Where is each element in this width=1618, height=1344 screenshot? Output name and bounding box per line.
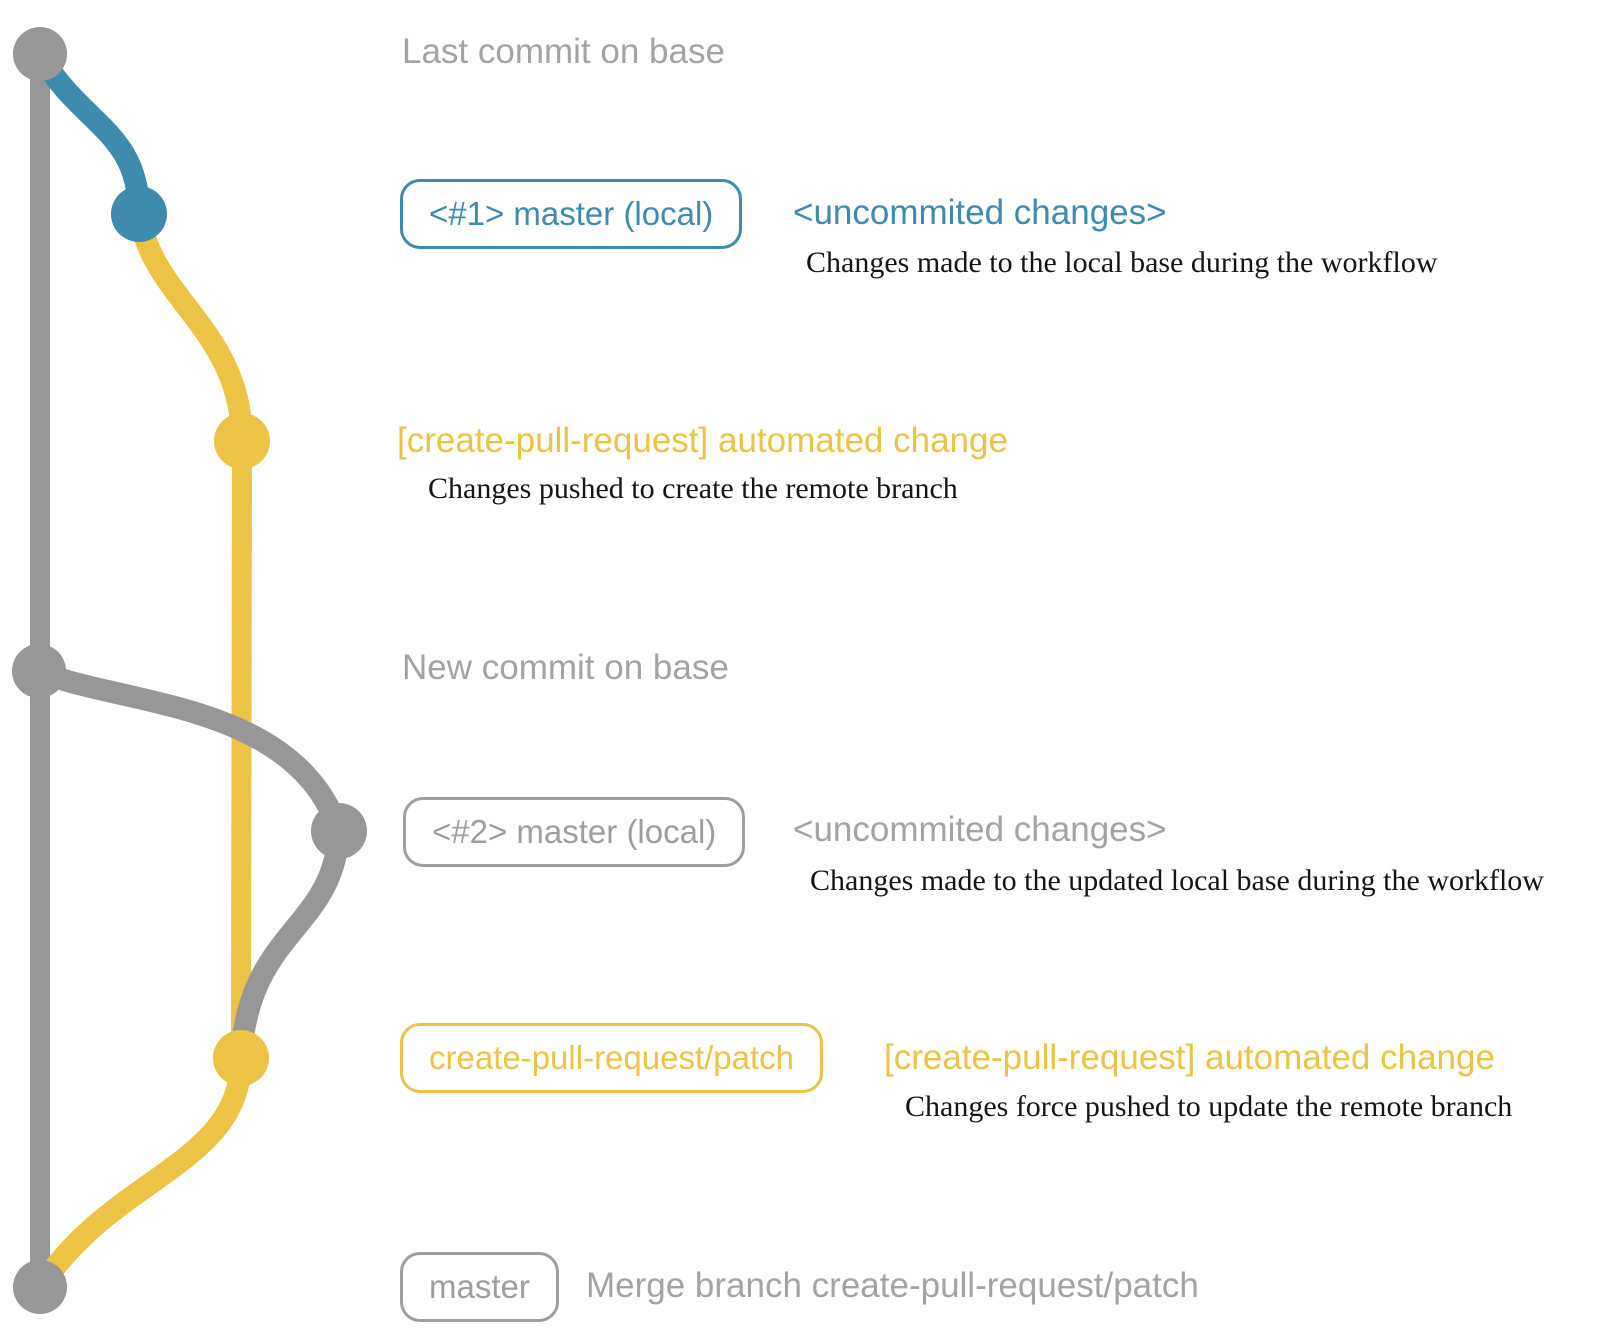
local1-description: Changes made to the local base during th… [806,245,1438,279]
commit-graph [12,27,367,1314]
remote-update-description: Changes force pushed to update the remot… [905,1089,1513,1123]
remote-create-heading: [create-pull-request] automated change [397,420,1008,460]
local1-annotation: <uncommited changes> [793,192,1167,232]
merge-message: Merge branch create-pull-request/patch [586,1265,1199,1305]
commit-dot-remote-create [214,413,270,469]
local1-branch-badge: <#1> master (local) [400,179,743,249]
commit-dot-remote-update [213,1030,269,1086]
last-commit-title: Last commit on base [402,31,725,71]
remote-branch-trunk-line [231,431,252,1068]
local1-to-remote-curve [128,203,253,452]
new-commit-title: New commit on base [402,647,729,687]
local2-annotation: <uncommited changes> [793,809,1167,849]
commit-dot-merge [13,1260,67,1314]
merge-into-master-curve [31,1047,252,1296]
commit-dot-local2 [311,803,367,859]
remote-branch-badge: create-pull-request/patch [400,1023,824,1093]
remote-update-annotation: [create-pull-request] automated change [884,1037,1495,1077]
commit-dot-last-base [13,27,67,81]
master-branch-badge: master [400,1252,559,1322]
commit2-to-patch-curve [230,820,350,1069]
local2-branch-badge: <#2> master (local) [403,797,746,867]
rebase-to-commit2-curve [28,660,350,842]
commit-dot-new-base [12,644,66,698]
base-to-local1-curve [29,43,150,225]
remote-create-description: Changes pushed to create the remote bran… [428,471,958,505]
local2-description: Changes made to the updated local base d… [810,863,1544,897]
commit-dot-local1 [111,186,167,242]
